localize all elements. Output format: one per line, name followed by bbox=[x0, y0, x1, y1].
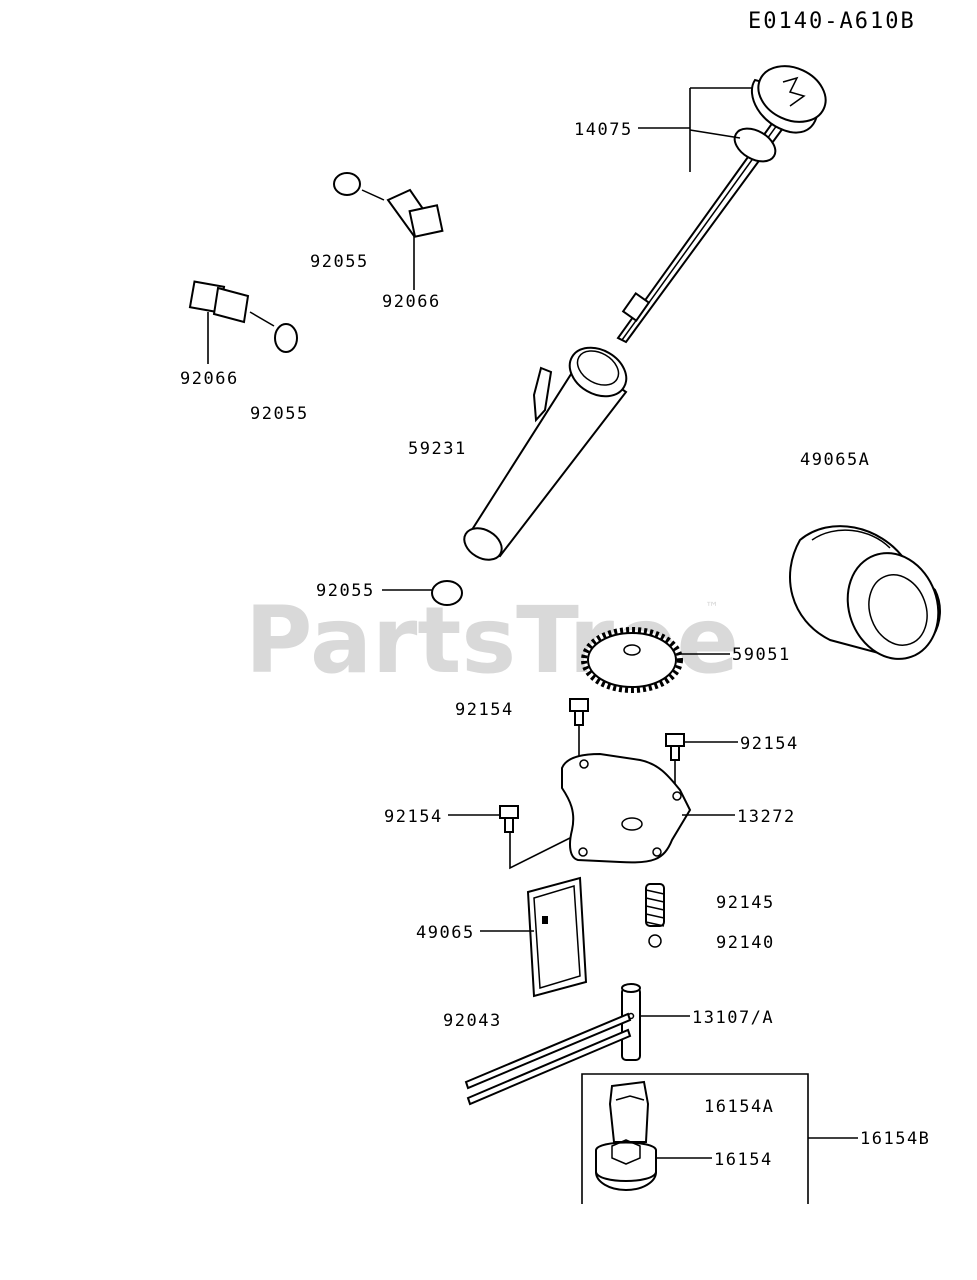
label-92043: 92043 bbox=[443, 1011, 502, 1031]
gear-59051 bbox=[581, 627, 683, 693]
group-bracket-16154B bbox=[581, 1073, 809, 1204]
label-16154B: 16154B bbox=[860, 1129, 930, 1149]
bolt-92154-c bbox=[499, 805, 519, 833]
dipstick-cap bbox=[750, 65, 827, 134]
bolt-92154-a bbox=[569, 698, 589, 726]
label-92154-a: 92154 bbox=[455, 700, 514, 720]
pin-92043 bbox=[464, 1012, 632, 1106]
ball-92140 bbox=[648, 934, 662, 948]
label-92066-left: 92066 bbox=[180, 369, 239, 389]
dipstick-14075 bbox=[616, 65, 827, 344]
oil-filter-49065A bbox=[789, 525, 941, 660]
pump-cover-13272 bbox=[561, 752, 692, 864]
label-92154-c: 92154 bbox=[384, 807, 443, 827]
label-92055-bottom: 92055 bbox=[316, 581, 375, 601]
label-92154-b: 92154 bbox=[740, 734, 799, 754]
label-59231: 59231 bbox=[408, 439, 467, 459]
drain-plug-92066-left bbox=[188, 280, 250, 324]
label-13272: 13272 bbox=[737, 807, 796, 827]
label-14075: 14075 bbox=[574, 120, 633, 140]
label-13107A: 13107/A bbox=[692, 1008, 774, 1028]
label-92055-top: 92055 bbox=[310, 252, 369, 272]
o-ring-92055-bottom bbox=[431, 580, 463, 606]
diagram-code: E0140-A610B bbox=[748, 9, 916, 34]
gasket-49065 bbox=[526, 876, 588, 998]
o-ring-92055-left bbox=[274, 323, 298, 353]
label-92145: 92145 bbox=[716, 893, 775, 913]
label-49065A: 49065A bbox=[800, 450, 870, 470]
label-16154: 16154 bbox=[714, 1150, 773, 1170]
drain-plug-92066-top bbox=[386, 188, 444, 238]
oil-filler-tube-59231 bbox=[463, 346, 628, 561]
label-92140: 92140 bbox=[716, 933, 775, 953]
watermark-trademark: ™ bbox=[705, 600, 719, 616]
spring-92145 bbox=[645, 883, 665, 927]
rotor-16154A bbox=[608, 1080, 650, 1143]
label-92055-left: 92055 bbox=[250, 404, 309, 424]
bolt-92154-b bbox=[665, 733, 685, 761]
label-49065: 49065 bbox=[416, 923, 475, 943]
outer-rotor-16154 bbox=[595, 1139, 657, 1191]
shaft-13107A bbox=[621, 983, 641, 1061]
o-ring-92055-top bbox=[333, 172, 361, 196]
label-92066-top: 92066 bbox=[382, 292, 441, 312]
label-16154A: 16154A bbox=[704, 1097, 774, 1117]
label-59051: 59051 bbox=[732, 645, 791, 665]
